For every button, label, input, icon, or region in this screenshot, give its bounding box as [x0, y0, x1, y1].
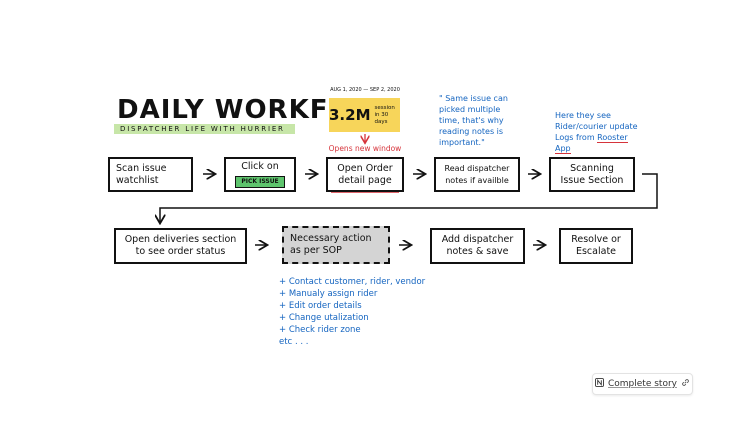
list-item: etc . . . — [279, 337, 309, 347]
step-necessary-action: Necessary action as per SOP — [282, 226, 390, 264]
pick-issue-button: PICK ISSUE — [235, 176, 285, 188]
list-item: + Manualy assign rider — [279, 289, 378, 299]
list-item: + Check rider zone — [279, 325, 361, 335]
stat-value: 3.2M — [329, 106, 371, 124]
step-open-order-detail: Open Order detail page — [326, 157, 404, 192]
stat-label: session in 30 days — [374, 104, 395, 125]
list-item: + Edit order details — [279, 301, 362, 311]
complete-story-label: Complete story — [608, 379, 677, 389]
step-scanning-issue-section: Scanning Issue Section — [549, 157, 635, 192]
action-list: + Contact customer, rider, vendor + Manu… — [279, 276, 425, 348]
opens-new-window-label: Opens new window — [328, 144, 402, 153]
step-click-pick-issue: Click on PICK ISSUE — [224, 157, 296, 192]
session-stat-card: 3.2M session in 30 days — [329, 98, 400, 132]
wrap-connector — [160, 173, 658, 222]
stat-date-range: AUG 1, 2020 — SEP 2, 2020 — [330, 87, 400, 93]
diagram-subtitle: DISPATCHER LIFE WITH HURRIER — [114, 124, 295, 134]
rooster-app-label: Rooster App — [555, 133, 628, 154]
link-icon — [681, 378, 690, 390]
complete-story-button[interactable]: Complete story — [592, 373, 693, 395]
step-resolve-or-escalate: Resolve or Escalate — [559, 228, 633, 264]
list-item: + Change utalization — [279, 313, 369, 323]
step-open-deliveries: Open deliveries section to see order sta… — [114, 228, 247, 264]
rider-logs-note: Here they see Rider/courier update Logs … — [555, 111, 638, 154]
step-scan-watchlist: Scan issue watchlist — [108, 157, 193, 192]
notion-logo-icon — [595, 378, 604, 390]
step-read-dispatcher-notes: Read dispatcher notes if availble — [434, 157, 520, 192]
quote-note: " Same issue can picked multiple time, t… — [439, 94, 508, 147]
list-item: + Contact customer, rider, vendor — [279, 277, 426, 287]
step-add-dispatcher-notes: Add dispatcher notes & save — [430, 228, 525, 264]
